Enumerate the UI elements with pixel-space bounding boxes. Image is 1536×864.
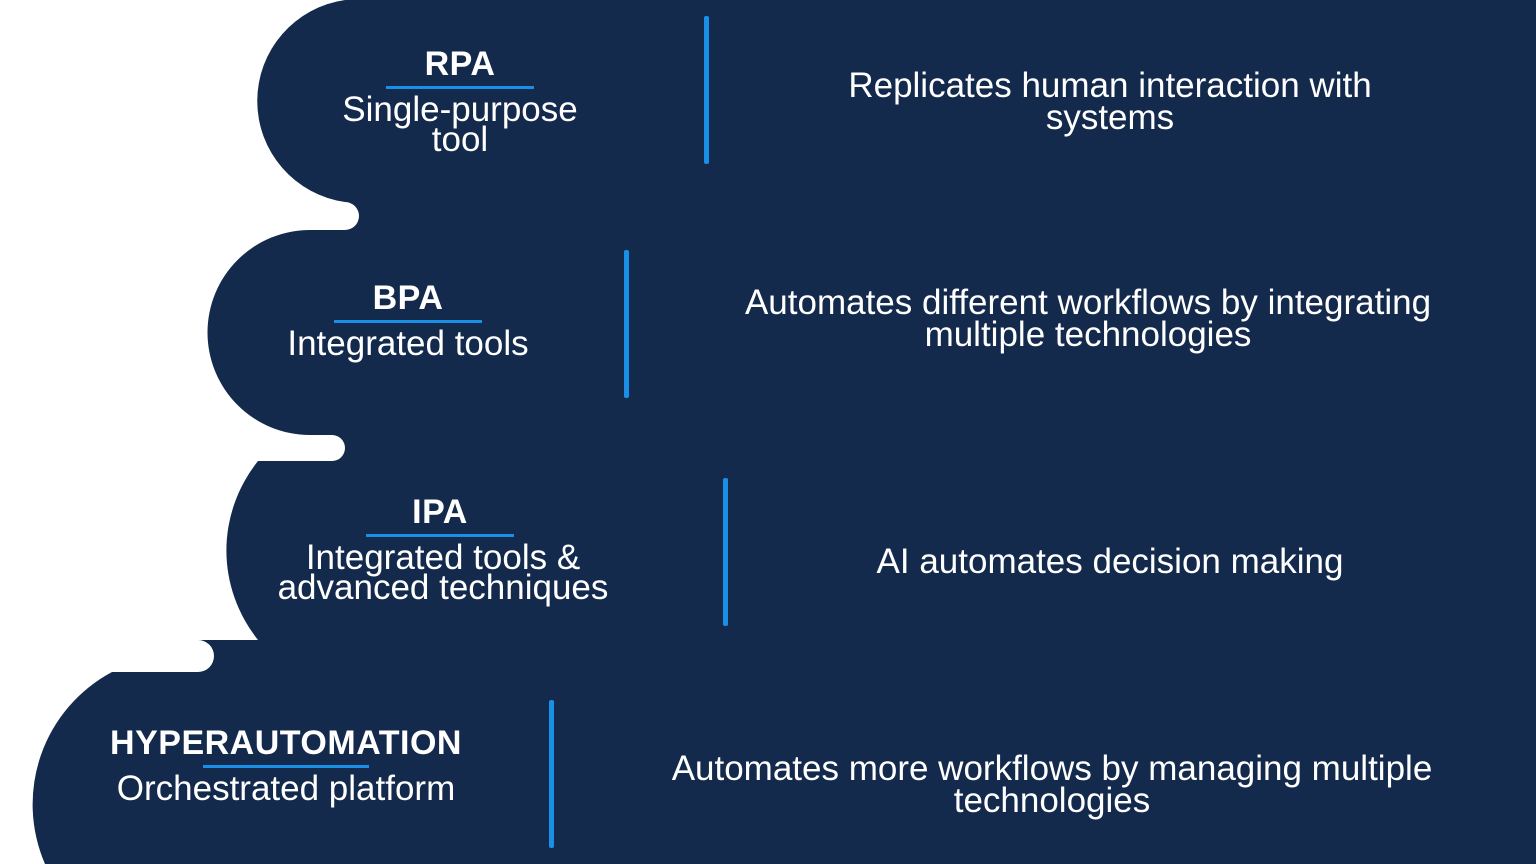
tier-divider: [549, 700, 554, 848]
tier-description: AI automates decision making: [876, 542, 1344, 581]
tier-subtitle: Integrated tools: [287, 324, 529, 363]
tier-description: Automates more workflows by managing mul…: [671, 749, 1433, 820]
tier-acronym: RPA: [424, 45, 496, 83]
tier-subtitle: Orchestrated platform: [116, 769, 456, 808]
tier-hyperautomation-label: HYPERAUTOMATION Orchestrated platform: [76, 723, 496, 808]
tier-subtitle: Single-purpose tool: [342, 90, 578, 159]
tier-acronym: BPA: [372, 279, 444, 317]
tier-bpa-label: BPA Integrated tools: [248, 278, 568, 363]
acronym-underline: [366, 534, 514, 537]
tier-subtitle: Integrated tools & advanced techniques: [277, 538, 609, 607]
tier-divider: [624, 250, 629, 398]
tier-acronym: HYPERAUTOMATION: [110, 724, 462, 762]
acronym-underline: [203, 765, 369, 768]
tier-divider: [704, 16, 709, 164]
acronym-underline: [386, 86, 534, 89]
tier-ipa-label: IPA Integrated tools & advanced techniqu…: [248, 492, 632, 605]
tier-description: Replicates human interaction with system…: [848, 66, 1372, 137]
tier-acronym: IPA: [412, 493, 468, 531]
tier-description: Automates different workflows by integra…: [744, 283, 1432, 354]
tier-rpa-label: RPA Single-purpose tool: [300, 44, 620, 159]
tier-divider: [723, 478, 728, 626]
acronym-underline: [334, 320, 482, 323]
